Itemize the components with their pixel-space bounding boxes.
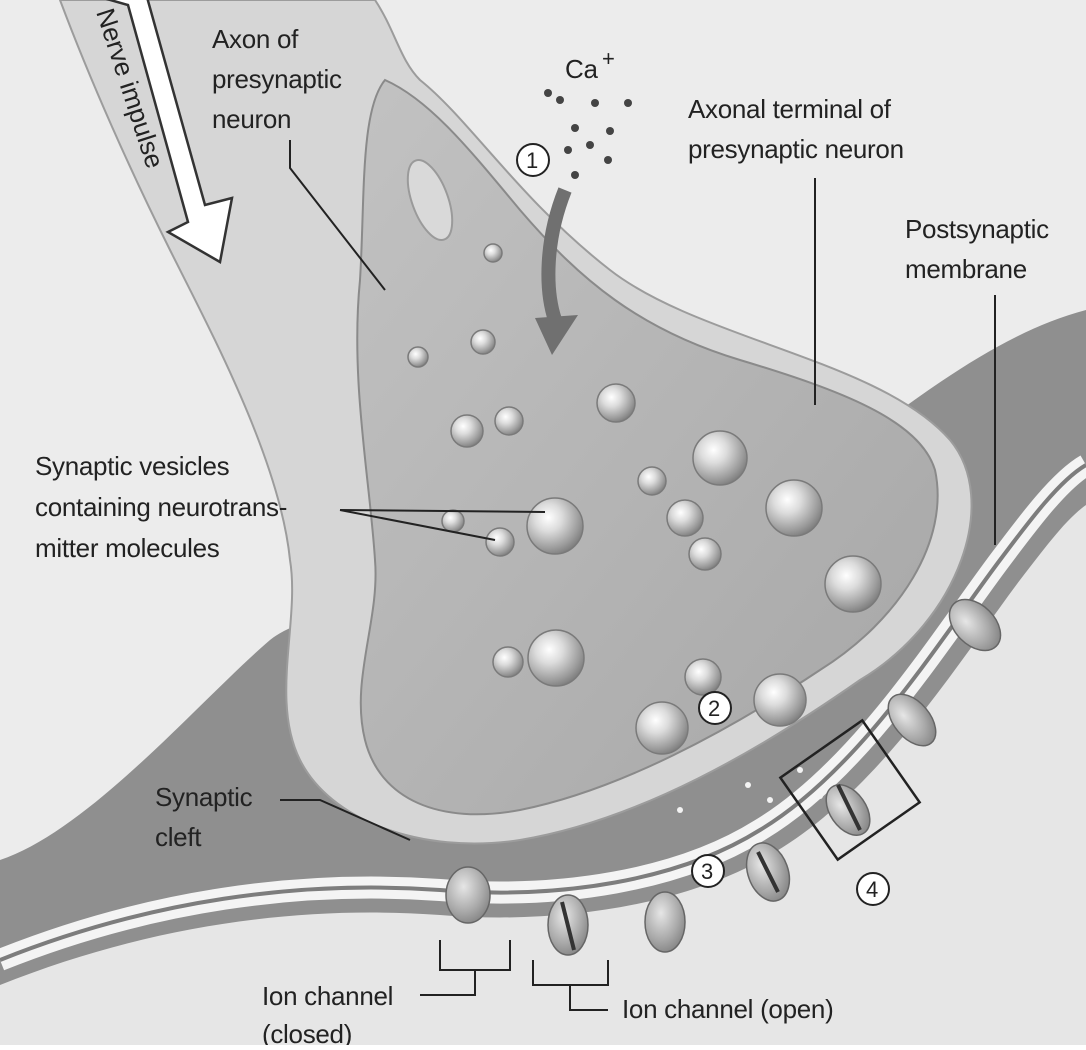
step-4: 4 [866, 877, 878, 902]
label-vesicles-line-2: containing neurotrans- [35, 492, 287, 522]
label-postsynaptic-line-1: Postsynaptic [905, 214, 1049, 244]
label-postsynaptic-line-2: membrane [905, 254, 1027, 284]
label-ion-closed-line-2: (closed) [262, 1019, 352, 1045]
step-1: 1 [526, 148, 538, 173]
step-2: 2 [708, 696, 720, 721]
label-axonal-terminal-line-1: Axonal terminal of [688, 94, 892, 124]
label-vesicles-line-3: mitter molecules [35, 533, 220, 563]
calcium-label: Ca [565, 54, 598, 84]
label-cleft-line-1: Synaptic [155, 782, 253, 812]
label-ion-closed-line-1: Ion channel [262, 981, 393, 1011]
calcium-charge: + [602, 46, 615, 71]
label-axonal-terminal-line-2: presynaptic neuron [688, 134, 904, 164]
label-axon-line-1: Axon of [212, 24, 299, 54]
label-axon-line-2: presynaptic [212, 64, 342, 94]
label-cleft-line-2: cleft [155, 822, 202, 852]
label-axon-line-3: neuron [212, 104, 291, 134]
label-vesicles-line-1: Synaptic vesicles [35, 451, 230, 481]
label-ion-open: Ion channel (open) [622, 994, 833, 1024]
step-3: 3 [701, 859, 713, 884]
